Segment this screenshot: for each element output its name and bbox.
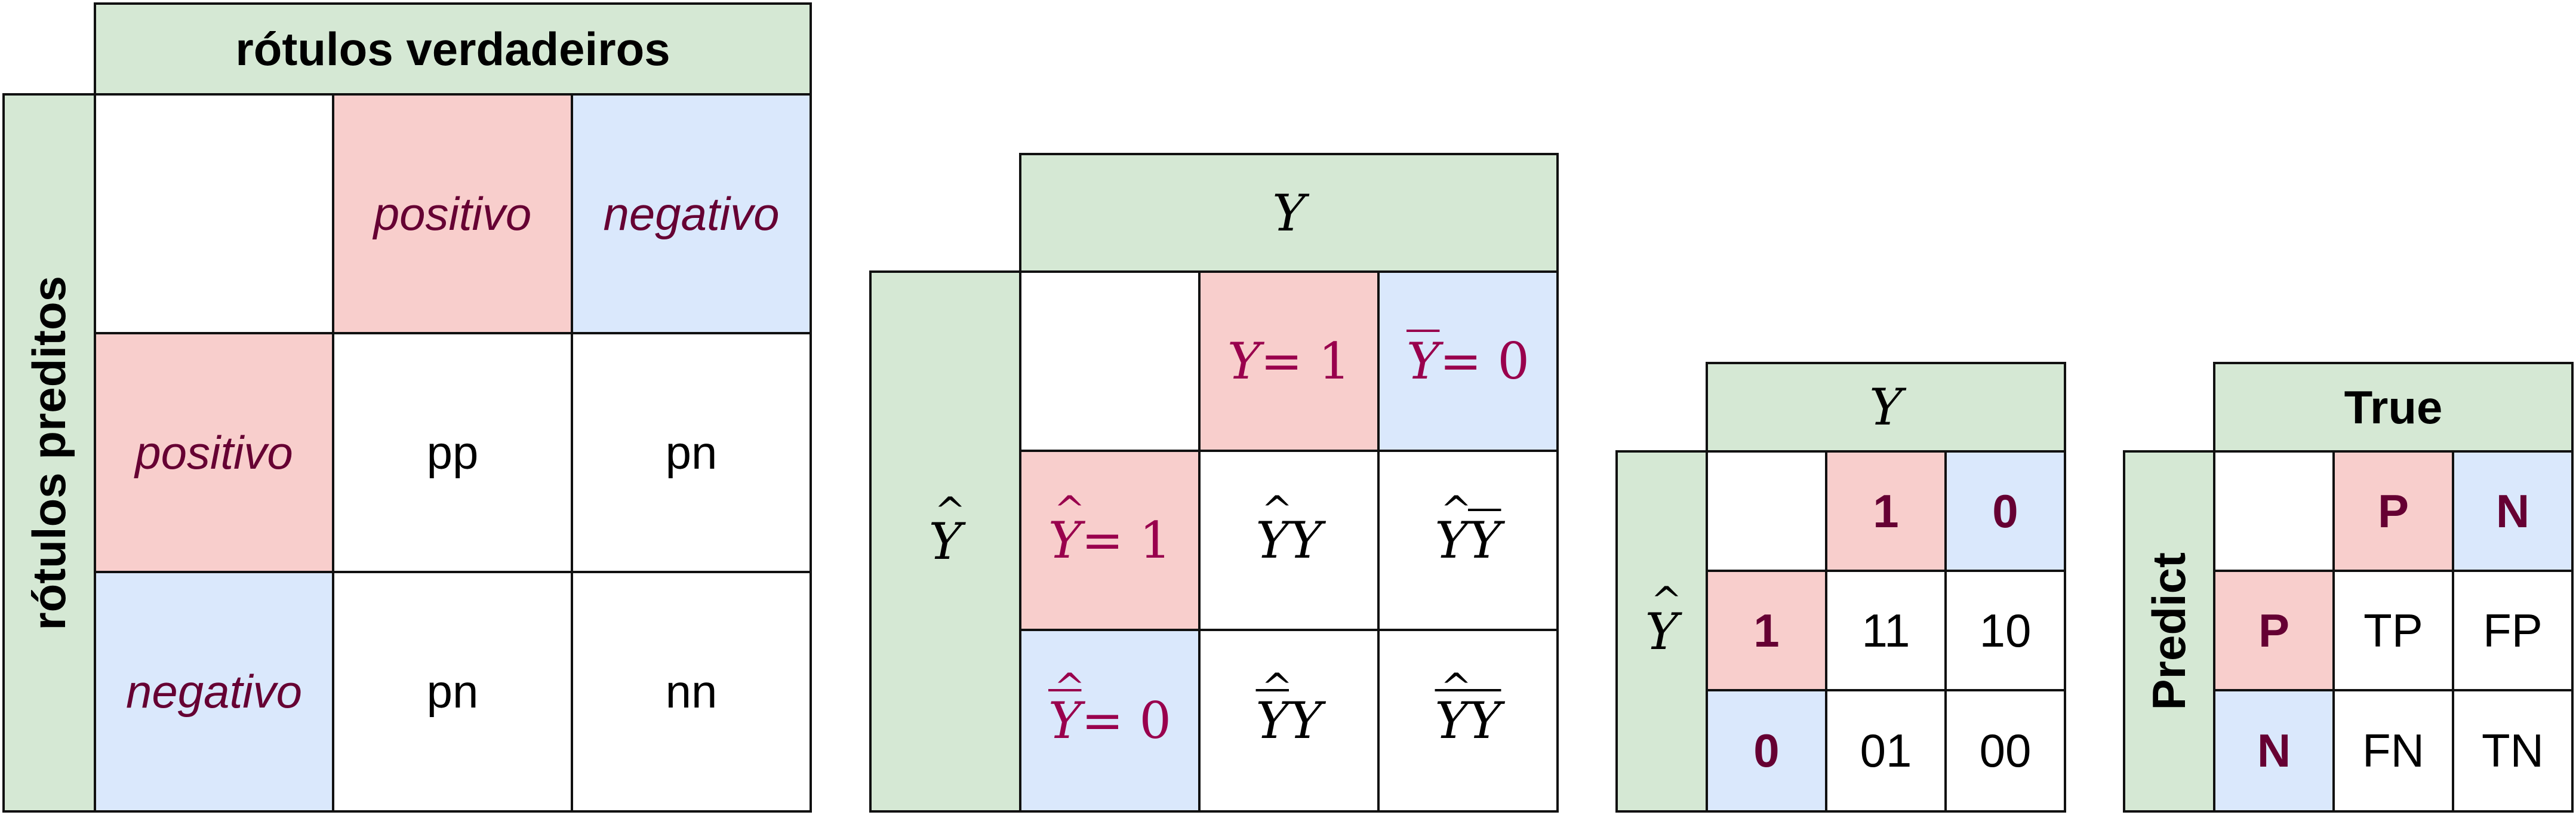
matrix-math-col-zero-var: Y (1407, 332, 1440, 390)
matrix-binary-side-header: Y (1615, 450, 1708, 813)
matrix-math-col-one-eq: = 1 (1260, 332, 1350, 390)
matrix-math-row-one-var: Y (1048, 511, 1081, 570)
matrix-math-corner-cell (1019, 270, 1201, 452)
matrix-binary-cell-10: 10 (1944, 570, 2066, 691)
matrix-en-row-label-n: N (2213, 689, 2335, 813)
matrix-math-cell-00: YY (1377, 629, 1559, 813)
matrix-binary-cell-00: 00 (1944, 689, 2066, 813)
matrix-math-cell-10: YY (1377, 450, 1559, 631)
matrix-math-col-label-zero: Y = 0 (1377, 270, 1559, 452)
matrix-en-side-header-label: Predict (2143, 552, 2195, 711)
matrix-math-cell-01-b: Y (1289, 691, 1322, 750)
matrix-binary-col-label-one: 1 (1825, 450, 1947, 572)
matrix-en-col-label-n: N (2452, 450, 2574, 572)
matrix-binary-row-label-zero: 0 (1706, 689, 1827, 813)
matrix-pt-cell-pn-top: pn (571, 332, 812, 573)
matrix-math-side-header-label: Y (929, 512, 962, 571)
matrix-pt-top-header: rótulos verdadeiros (94, 2, 812, 96)
matrix-en-top-header: True (2213, 362, 2574, 453)
matrix-en-corner-cell (2213, 450, 2335, 572)
matrix-pt-corner-cell (94, 93, 334, 334)
matrix-math-row-zero-var: Y (1048, 691, 1081, 750)
matrix-pt-row-label-negative: negativo (94, 571, 334, 813)
matrix-math-top-header: Y (1019, 153, 1559, 273)
matrix-en-cell-tn: TN (2452, 689, 2574, 813)
matrix-binary-corner-cell (1706, 450, 1827, 572)
matrix-math-col-zero-eq: = 0 (1439, 332, 1529, 390)
matrix-math-row-zero-eq: = 0 (1081, 691, 1171, 750)
matrix-pt-side-header-label: rótulos preditos (23, 275, 75, 631)
matrix-en-row-label-p: P (2213, 570, 2335, 691)
matrix-math-cell-11-a: Y (1256, 511, 1289, 570)
matrix-math-cell-10-b: Y (1468, 511, 1501, 570)
matrix-math-row-label-zero: Y = 0 (1019, 629, 1201, 813)
matrix-en-cell-tp: TP (2332, 570, 2454, 691)
matrix-math-cell-01-a: Y (1256, 691, 1289, 750)
matrix-math-cell-10-a: Y (1435, 511, 1468, 570)
matrix-pt-side-header: rótulos preditos (2, 93, 96, 813)
matrix-pt-cell-pp: pp (332, 332, 573, 573)
matrix-binary-row-label-one: 1 (1706, 570, 1827, 691)
matrix-math-row-label-one: Y = 1 (1019, 450, 1201, 631)
matrix-en-side-header: Predict (2123, 450, 2215, 813)
matrix-pt-row-label-positive: positivo (94, 332, 334, 573)
matrix-math-cell-00-b: Y (1468, 691, 1501, 750)
matrix-pt-col-label-negative: negativo (571, 93, 812, 334)
matrix-binary-cell-11: 11 (1825, 570, 1947, 691)
matrix-math-cell-11-b: Y (1289, 511, 1322, 570)
matrix-math-col-one-var: Y (1227, 332, 1261, 390)
matrix-en-cell-fn: FN (2332, 689, 2454, 813)
matrix-math-row-one-eq: = 1 (1081, 511, 1171, 570)
matrix-pt-cell-nn: nn (571, 571, 812, 813)
matrix-binary-col-label-zero: 0 (1944, 450, 2066, 572)
matrix-binary-side-header-label: Y (1645, 602, 1678, 661)
matrix-math-cell-00-a: Y (1435, 691, 1468, 750)
matrix-math-cell-11: YY (1198, 450, 1380, 631)
matrix-math-side-header: Y (869, 270, 1021, 813)
matrix-binary-top-header: Y (1706, 362, 2066, 453)
matrix-en-col-label-p: P (2332, 450, 2454, 572)
matrix-pt-cell-pn-bottom: pn (332, 571, 573, 813)
matrix-en-cell-fp: FP (2452, 570, 2574, 691)
matrix-pt-col-label-positive: positivo (332, 93, 573, 334)
matrix-binary-cell-01: 01 (1825, 689, 1947, 813)
matrix-math-col-label-one: Y = 1 (1198, 270, 1380, 452)
matrix-math-cell-01: YY (1198, 629, 1380, 813)
